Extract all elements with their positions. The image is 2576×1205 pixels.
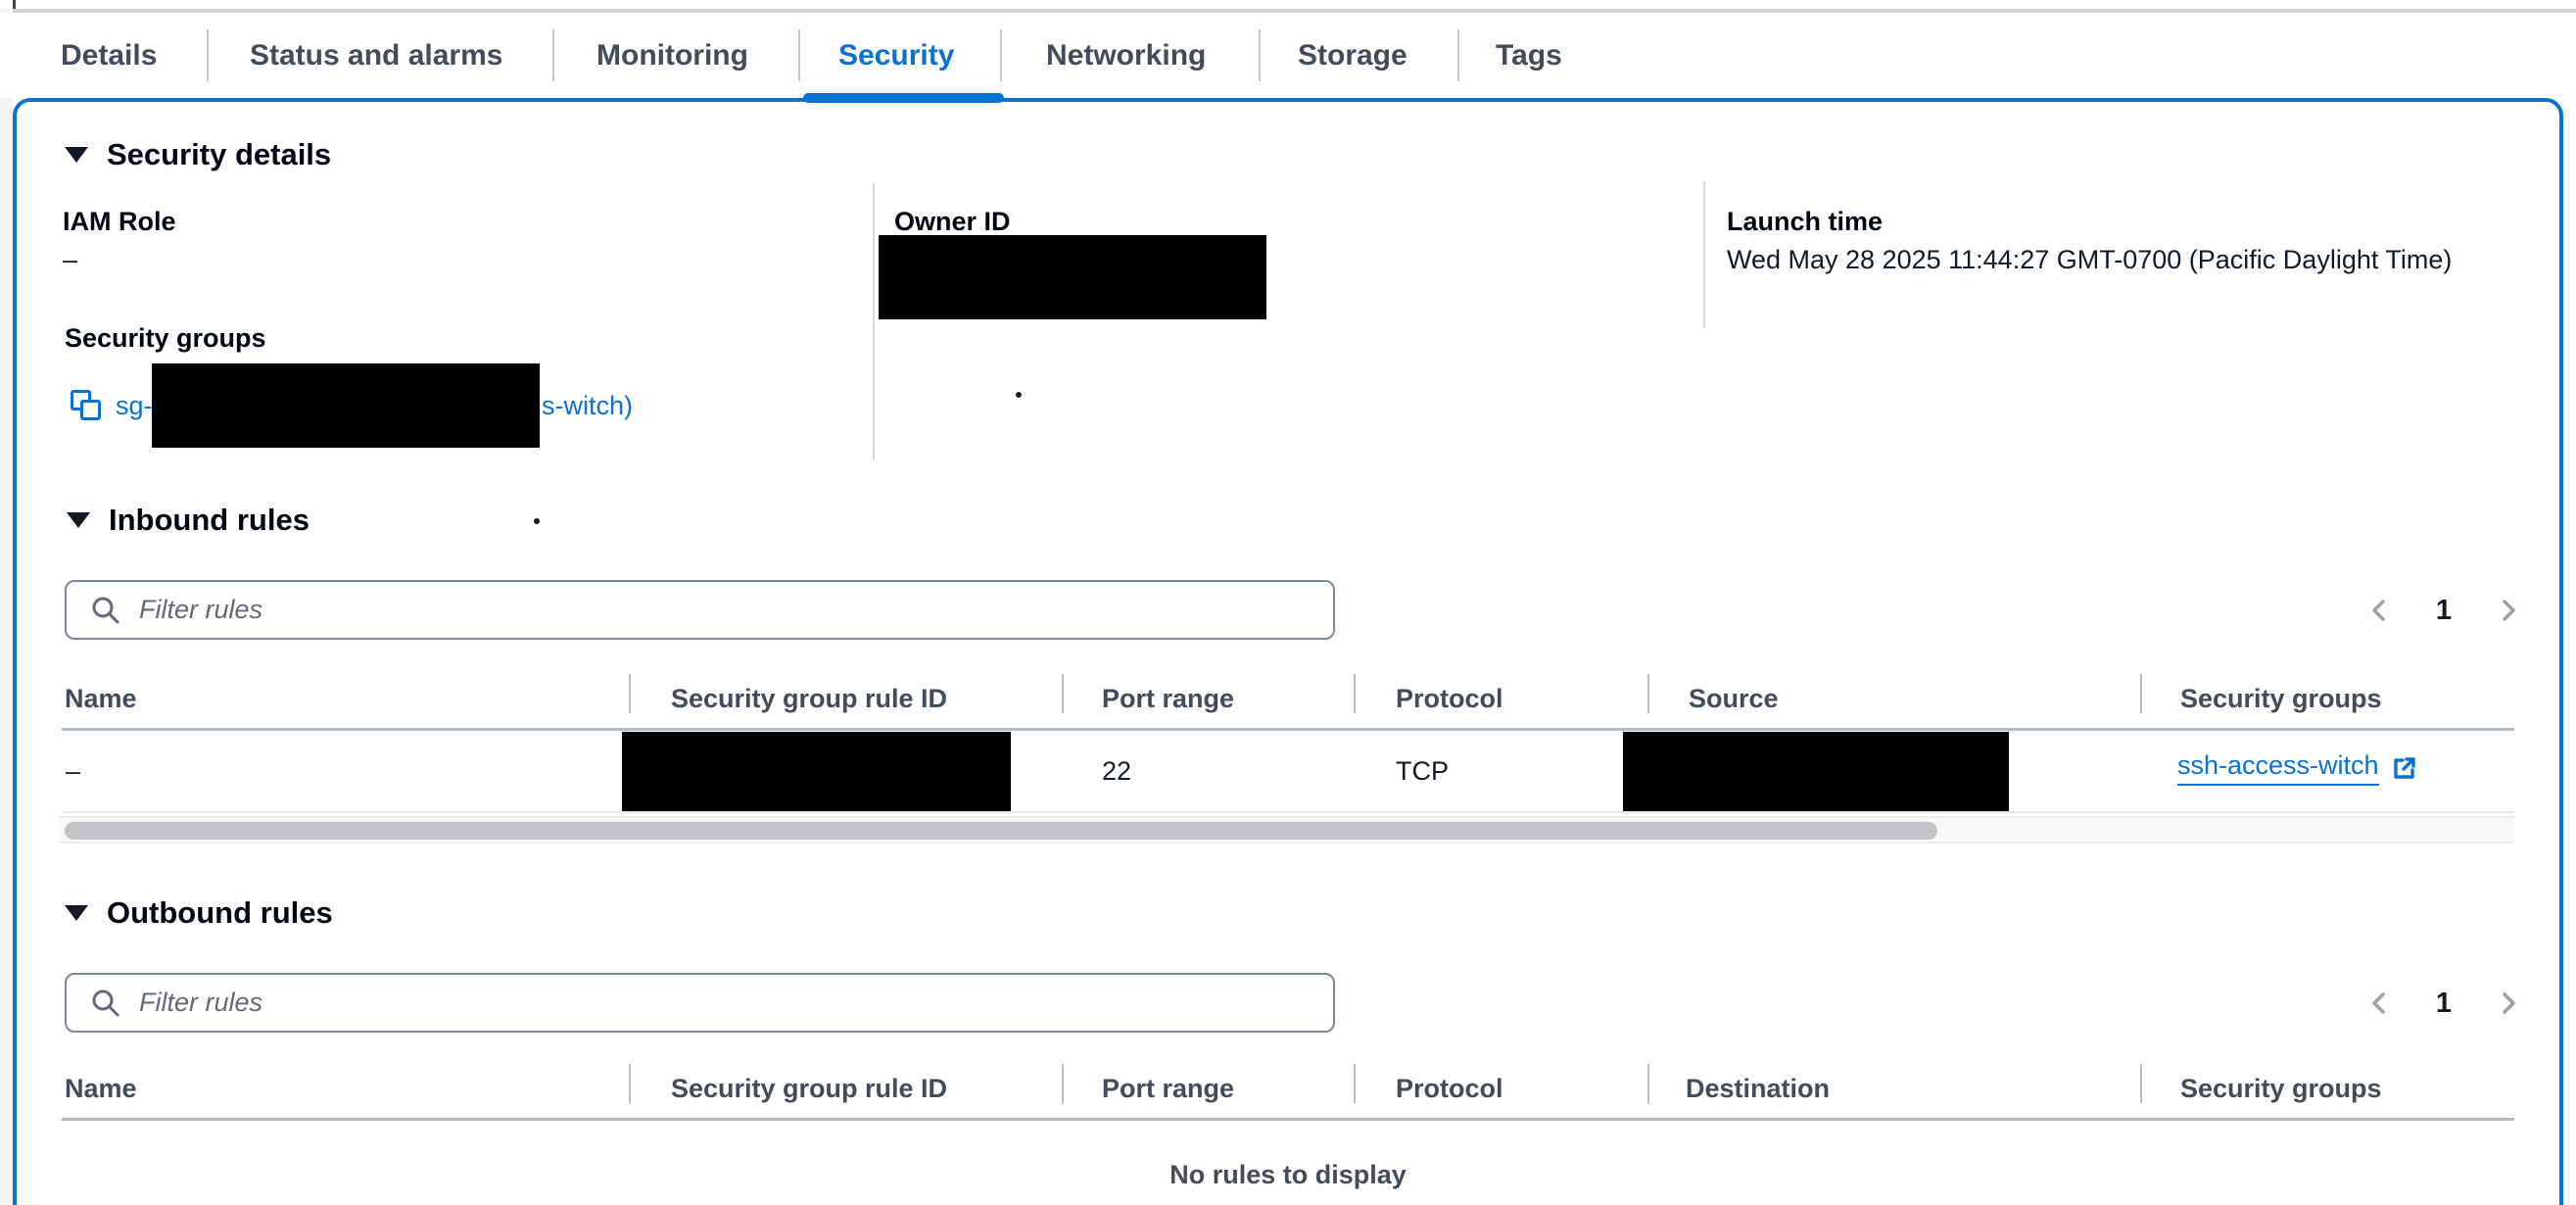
inbound-col-name: Name xyxy=(65,684,137,713)
redacted-security-group-id xyxy=(152,363,540,448)
details-column-divider xyxy=(873,183,875,460)
stray-dot xyxy=(534,518,540,524)
table-header-rule xyxy=(62,728,2514,731)
outbound-empty-message: No rules to display xyxy=(1169,1160,1407,1189)
launch-time-label: Launch time xyxy=(1727,207,1884,236)
inbound-rules-section-toggle[interactable]: Inbound rules xyxy=(67,503,310,538)
tab-security[interactable]: Security xyxy=(838,39,955,72)
security-group-link-suffix[interactable]: s-witch) xyxy=(542,391,633,420)
outbound-col-name: Name xyxy=(65,1074,137,1103)
column-separator xyxy=(1354,674,1356,713)
tab-separator xyxy=(207,29,209,81)
row-cell-protocol: TCP xyxy=(1396,756,1449,786)
iam-role-label: IAM Role xyxy=(63,207,176,236)
next-page-icon[interactable] xyxy=(2493,988,2522,1018)
tab-networking[interactable]: Networking xyxy=(1046,39,1207,72)
column-separator xyxy=(1354,1064,1356,1103)
outbound-col-port-range: Port range xyxy=(1102,1074,1235,1103)
security-group-link-label: ssh-access-witch xyxy=(2177,750,2379,786)
row-cell-name: – xyxy=(66,756,81,786)
copy-icon-front-square xyxy=(80,400,101,420)
outbound-filter-input[interactable] xyxy=(139,975,1333,1031)
tab-separator xyxy=(798,29,800,81)
tab-separator xyxy=(1457,29,1459,81)
outbound-col-sec-groups: Security groups xyxy=(2180,1074,2382,1103)
row-cell-port: 22 xyxy=(1102,756,1132,786)
section-title: Inbound rules xyxy=(109,503,310,537)
details-column-divider xyxy=(1703,181,1705,328)
section-title: Security details xyxy=(107,137,332,171)
left-gutter xyxy=(0,9,13,1205)
horizontal-scrollbar-thumb[interactable] xyxy=(65,822,1937,840)
top-edge-line xyxy=(13,0,16,9)
top-divider xyxy=(13,9,2576,13)
inbound-pagination: 1 xyxy=(2365,593,2522,628)
table-row-rule xyxy=(62,811,2514,813)
tab-tags[interactable]: Tags xyxy=(1496,39,1562,72)
tab-separator xyxy=(1000,29,1002,81)
tab-status-and-alarms[interactable]: Status and alarms xyxy=(250,39,503,72)
previous-page-icon[interactable] xyxy=(2365,988,2395,1018)
active-tab-indicator xyxy=(803,93,1004,103)
copy-icon[interactable] xyxy=(71,390,104,423)
stray-dot xyxy=(1016,392,1022,398)
column-separator xyxy=(629,674,631,713)
section-title: Outbound rules xyxy=(107,895,333,930)
inbound-filter-input[interactable] xyxy=(139,582,1333,638)
horizontal-scrollbar-track[interactable] xyxy=(59,816,2514,844)
outbound-rules-section-toggle[interactable]: Outbound rules xyxy=(65,895,333,931)
collapse-triangle-icon xyxy=(65,147,88,163)
current-page-number[interactable]: 1 xyxy=(2435,987,2453,1019)
iam-role-value: – xyxy=(63,245,78,274)
launch-time-value: Wed May 28 2025 11:44:27 GMT-0700 (Pacif… xyxy=(1727,245,2453,274)
redacted-owner-id-value xyxy=(879,235,1266,319)
inbound-col-sec-groups: Security groups xyxy=(2180,684,2382,713)
current-page-number[interactable]: 1 xyxy=(2435,594,2453,626)
column-separator xyxy=(1062,674,1064,713)
column-separator xyxy=(2140,674,2142,713)
search-icon xyxy=(92,989,119,1016)
inbound-col-rule-id: Security group rule ID xyxy=(671,684,948,713)
security-details-section-toggle[interactable]: Security details xyxy=(65,137,331,172)
inbound-filter-box xyxy=(65,580,1335,640)
next-page-icon[interactable] xyxy=(2493,596,2522,625)
column-separator xyxy=(1647,674,1649,713)
tab-details[interactable]: Details xyxy=(61,39,158,72)
external-link-icon xyxy=(2393,757,2415,779)
outbound-filter-box xyxy=(65,973,1335,1033)
outbound-col-protocol: Protocol xyxy=(1396,1074,1503,1103)
redacted-source xyxy=(1623,732,2009,813)
table-header-rule xyxy=(62,1118,2514,1121)
tab-separator xyxy=(552,29,554,81)
previous-page-icon[interactable] xyxy=(2365,596,2395,625)
tab-monitoring[interactable]: Monitoring xyxy=(596,39,748,72)
tab-storage[interactable]: Storage xyxy=(1298,39,1407,72)
instance-detail-tabs: Details Status and alarms Monitoring Sec… xyxy=(0,13,2576,103)
column-separator xyxy=(629,1064,631,1103)
inbound-col-source: Source xyxy=(1689,684,1779,713)
collapse-triangle-icon xyxy=(67,512,90,528)
column-separator xyxy=(2140,1064,2142,1103)
outbound-pagination: 1 xyxy=(2365,986,2522,1021)
redacted-rule-id xyxy=(622,732,1011,813)
collapse-triangle-icon xyxy=(65,905,88,921)
outbound-col-rule-id: Security group rule ID xyxy=(671,1074,948,1103)
inbound-col-port-range: Port range xyxy=(1102,684,1235,713)
security-group-external-link[interactable]: ssh-access-witch xyxy=(2177,750,2420,786)
inbound-col-protocol: Protocol xyxy=(1396,684,1503,713)
security-groups-label: Security groups xyxy=(65,323,266,353)
owner-id-label: Owner ID xyxy=(894,207,1011,236)
security-group-link-prefix[interactable]: sg- xyxy=(116,391,153,420)
column-separator xyxy=(1647,1064,1649,1103)
outbound-col-destination: Destination xyxy=(1686,1074,1831,1103)
search-icon xyxy=(92,597,119,623)
tab-separator xyxy=(1259,29,1261,81)
column-separator xyxy=(1062,1064,1064,1103)
